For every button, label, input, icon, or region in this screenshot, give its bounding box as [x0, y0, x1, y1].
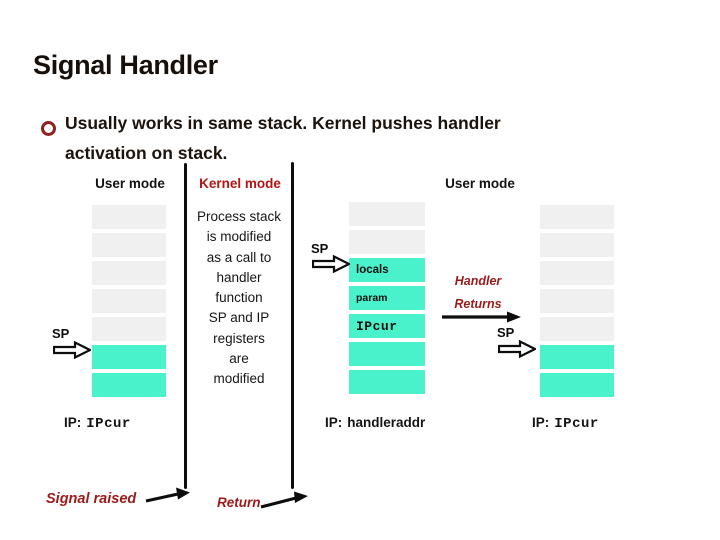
stack-cell-label: IPcur: [356, 318, 398, 334]
ip-value: IPcur: [554, 416, 599, 432]
ip-state-label-left: IP: IPcur: [64, 415, 131, 432]
signal-raised-arrow-icon: [145, 487, 190, 503]
stack-cell: param: [349, 286, 425, 310]
stack-cell-label: param: [356, 292, 388, 304]
kernel-note-line: SP and IP: [208, 310, 270, 326]
stack-cell: [92, 345, 166, 369]
user-mode-label-right: User mode: [445, 176, 515, 191]
stack-cell-label: [349, 230, 425, 254]
ip-prefix: IP:: [325, 415, 343, 430]
stack-cell-label: [540, 205, 614, 229]
stack-cell-label: [92, 261, 166, 285]
bullet-text: Usually works in same stack. Kernel push…: [65, 109, 610, 168]
stack-cell: [540, 317, 614, 341]
kernel-note-line: modified: [213, 371, 265, 387]
kernel-note-line: registers: [213, 330, 265, 346]
kernel-note-line: handler: [216, 269, 262, 285]
stack-cell: [92, 261, 166, 285]
kernel-boundary-line-right: [291, 162, 294, 489]
ip-state-label-right: IP: IPcur: [532, 415, 599, 432]
stack-cell-label: [92, 317, 166, 341]
kernel-note-line: as a call to: [206, 249, 272, 265]
return-label: Return: [217, 495, 261, 510]
stack-cell-label: [540, 345, 614, 369]
kernel-mode-label: Kernel mode: [199, 176, 281, 191]
kernel-mode-note: Process stack is modified as a call to h…: [187, 207, 291, 390]
ip-prefix: IP:: [532, 415, 550, 430]
stack-cell-label: [540, 317, 614, 341]
stack-cell: [349, 202, 425, 226]
stack-cell: [540, 373, 614, 397]
stack-cell-label: locals: [356, 264, 389, 276]
signal-raised-label: Signal raised: [46, 491, 137, 507]
ip-value: IPcur: [86, 416, 131, 432]
page-title: Signal Handler: [33, 50, 218, 80]
stack-cell: [540, 289, 614, 313]
return-arrow-icon: [260, 491, 308, 509]
sp-label-stack1: SP: [52, 326, 70, 341]
stack-cell: [92, 317, 166, 341]
stack-cell: [92, 233, 166, 257]
sp-label-stack2: SP: [311, 241, 329, 256]
bullet-circle-icon: [41, 121, 56, 136]
stack-cell: locals: [349, 258, 425, 282]
stack-cell-label: [92, 289, 166, 313]
sp-pointer-arrow-icon: [498, 340, 536, 358]
stack-cell-label: [540, 289, 614, 313]
ip-state-label-middle: IP: handleraddr: [325, 415, 425, 430]
stack-cell: [540, 205, 614, 229]
stack-cell: [349, 230, 425, 254]
ip-prefix: IP:: [64, 415, 82, 430]
sp-pointer-arrow-icon: [312, 255, 350, 273]
stack-user-before: [92, 205, 166, 401]
stack-cell: [92, 289, 166, 313]
handler-returns-arrow-icon: [442, 311, 521, 323]
stack-cell-label: [349, 202, 425, 226]
handler-returns-line: Returns: [454, 297, 502, 311]
ip-value: handleraddr: [347, 415, 426, 430]
stack-cell-label: [92, 233, 166, 257]
stack-cell: [349, 370, 425, 394]
stack-cell-label: [349, 342, 425, 366]
user-mode-label-left: User mode: [95, 176, 165, 191]
stack-cell-label: [92, 205, 166, 229]
stack-cell-label: [349, 370, 425, 394]
stack-user-after: [540, 205, 614, 401]
kernel-note-line: is modified: [206, 229, 272, 245]
stack-cell: [540, 233, 614, 257]
stack-cell-label: [540, 373, 614, 397]
bullet-line-1: Usually works in same stack. Kernel push…: [65, 113, 501, 133]
stack-cell: IPcur: [349, 314, 425, 338]
stack-cell: [92, 373, 166, 397]
stack-cell: [540, 261, 614, 285]
stack-kernel-modified: locals param IPcur: [349, 202, 425, 398]
handler-returns-line: Handler: [454, 274, 502, 288]
stack-cell: [540, 345, 614, 369]
kernel-boundary-line-left: [184, 163, 187, 489]
stack-cell-label: [540, 261, 614, 285]
kernel-note-line: are: [229, 351, 249, 367]
stack-cell: [349, 342, 425, 366]
stack-cell: [92, 205, 166, 229]
stack-cell-label: [92, 373, 166, 397]
kernel-note-line: function: [215, 290, 263, 306]
sp-label-stack3: SP: [497, 325, 515, 340]
kernel-note-line: Process stack: [196, 209, 282, 224]
sp-pointer-arrow-icon: [53, 341, 91, 359]
stack-cell-label: [540, 233, 614, 257]
stack-cell-label: [92, 345, 166, 369]
bullet-line-2: activation on stack.: [65, 142, 228, 163]
handler-returns-label: Handler Returns: [441, 270, 515, 316]
